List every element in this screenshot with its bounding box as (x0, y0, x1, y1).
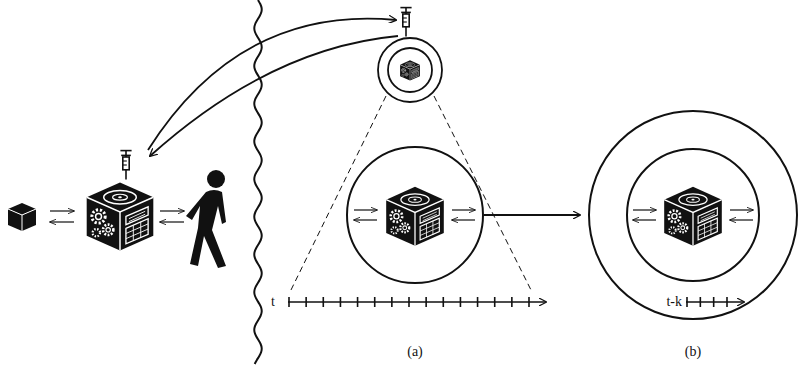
timeline-tick (700, 297, 702, 307)
timeline-tick (391, 297, 393, 307)
outer-circle (378, 38, 442, 102)
timeline-tick (460, 297, 462, 307)
agent-box (386, 187, 444, 246)
timeline-tick (408, 297, 410, 307)
walking-person (186, 170, 226, 268)
syringe-icon (120, 151, 131, 180)
inner-circle (388, 48, 432, 92)
panel-label: (a) (407, 345, 423, 359)
timeline-tick (442, 297, 444, 307)
time-label: t-k (666, 295, 682, 309)
timeline (288, 297, 546, 307)
panel-label: (b) (685, 345, 701, 359)
timeline-tick (686, 297, 688, 307)
timeline-tick (288, 297, 290, 307)
time-label: t (271, 295, 275, 309)
agent-box (400, 60, 420, 80)
timeline-tick (511, 297, 513, 307)
timeline-tick (494, 297, 496, 307)
transition-arrow (484, 214, 580, 216)
outer-circle (589, 111, 797, 319)
syringe-icon (400, 8, 411, 37)
timeline-tick (322, 297, 324, 307)
timeline-tick (726, 297, 728, 307)
timeline (686, 297, 744, 307)
timeline-tick (477, 297, 479, 307)
environment-cube (8, 203, 36, 231)
timeline-tick (305, 297, 307, 307)
timeline-tick (340, 297, 342, 307)
exchange-arrows (354, 210, 475, 220)
wavy-divider (254, 0, 261, 364)
timeline-tick (374, 297, 376, 307)
timeline-tick (713, 297, 715, 307)
agent-circle (627, 149, 759, 281)
agent-box (87, 182, 154, 250)
transfer-arcs (148, 19, 398, 156)
agent-circle (347, 147, 483, 283)
timeline-tick (357, 297, 359, 307)
zoom-lines (290, 96, 532, 292)
agent-box (664, 187, 722, 246)
timeline-tick (425, 297, 427, 307)
exchange-arrows (633, 210, 753, 220)
timeline-tick (528, 297, 530, 307)
